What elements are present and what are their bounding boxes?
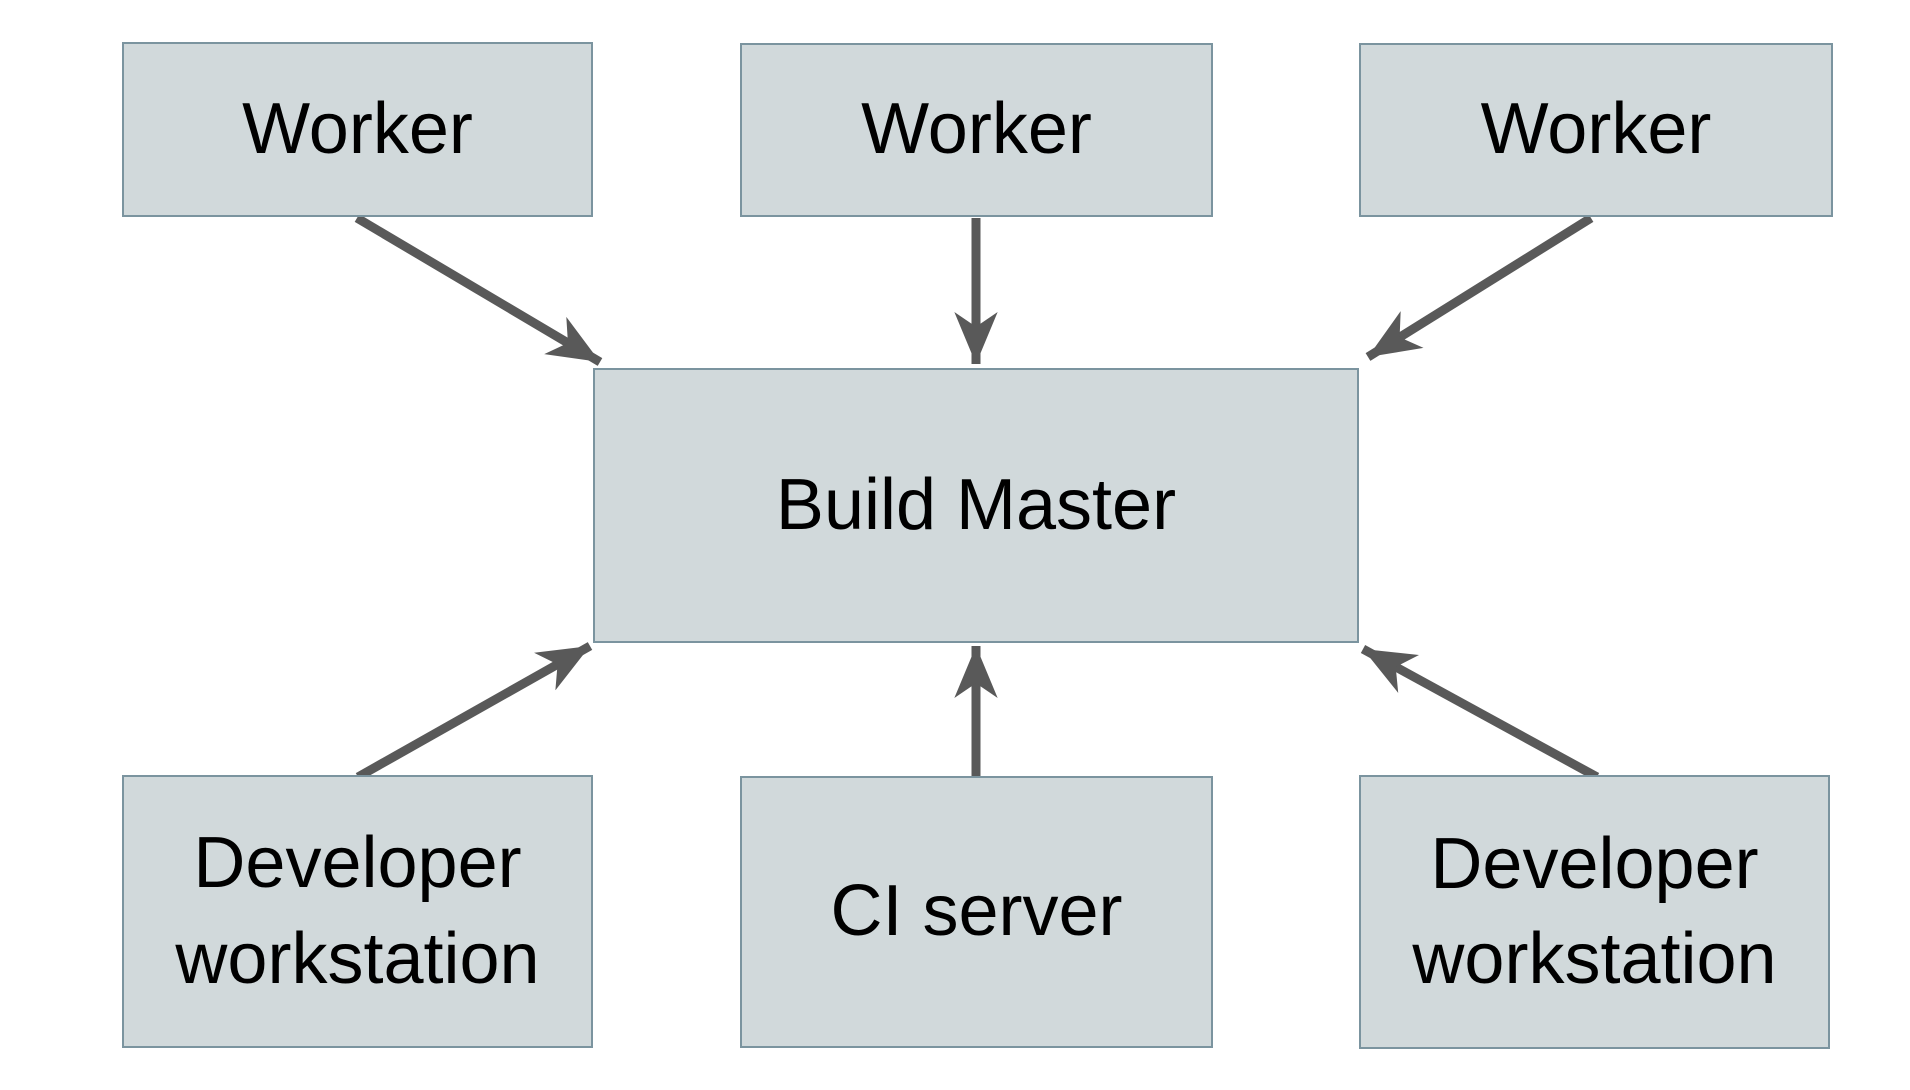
node-label-dev-workstation-right: Developer workstation (1412, 823, 1777, 999)
node-build-master: Build Master (593, 368, 1359, 643)
node-worker-3: Worker (1359, 43, 1833, 217)
node-dev-workstation-left: Developer workstation (122, 775, 593, 1048)
node-dev-workstation-right: Developer workstation (1359, 775, 1830, 1049)
node-worker-2: Worker (740, 43, 1213, 217)
arrow-dev-workstation-right-to-build-master (1360, 645, 1600, 781)
node-worker-1: Worker (122, 42, 593, 217)
node-label-dev-workstation-left: Developer workstation (175, 823, 540, 999)
node-ci-server: CI server (740, 776, 1213, 1048)
node-label-worker-3: Worker (1480, 89, 1712, 170)
arrow-worker-3-to-build-master (1365, 214, 1594, 361)
node-label-worker-2: Worker (861, 89, 1092, 170)
node-label-ci-server: CI server (830, 871, 1123, 952)
node-label-build-master: Build Master (775, 464, 1177, 545)
node-label-worker-1: Worker (242, 88, 473, 169)
arrow-dev-workstation-left-to-build-master (355, 642, 593, 781)
arrow-worker-1-to-build-master (354, 214, 603, 366)
